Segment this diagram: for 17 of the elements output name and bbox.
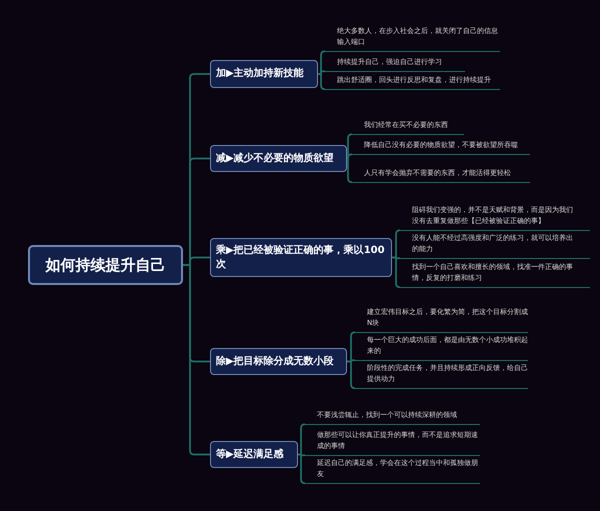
topic-box: 如何持续提升自己 (28, 245, 183, 285)
connector-line (298, 454, 306, 484)
connector-line (392, 256, 401, 288)
branch-box: 等▶延迟满足感 (210, 441, 298, 468)
connector-line (318, 70, 325, 75)
branch-box: 乘▶把已经被验证正确的事，乘以100 次 (210, 238, 392, 277)
connector-line (346, 158, 353, 184)
connector-line (347, 360, 356, 390)
connector-line (392, 229, 401, 258)
connector-line (347, 331, 356, 362)
connector-line (183, 264, 210, 456)
connector-line (347, 359, 355, 362)
branch-box: 减▶减少不必要的物质欲望 (210, 145, 347, 172)
connector-line (318, 73, 326, 90)
connector-line (298, 423, 306, 456)
branch-box: 除▶把目标除分成无数小段 (210, 348, 347, 375)
branch-box: 加▶主动加持新技能 (210, 60, 318, 88)
